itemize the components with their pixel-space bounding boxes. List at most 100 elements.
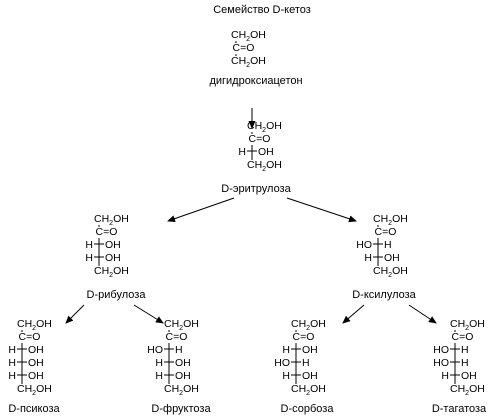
- compound-name: D-рибулоза: [87, 289, 147, 301]
- chiral-centre: HO H: [433, 343, 469, 358]
- chiral-centre: H OH: [155, 369, 191, 384]
- chiral-centre: H OH: [238, 145, 274, 160]
- left-substituent: HO: [433, 344, 449, 356]
- left-substituent: H: [238, 146, 246, 158]
- left-substituent: H: [155, 370, 163, 382]
- right-substituent: OH: [175, 357, 191, 369]
- right-substituent: H: [175, 344, 183, 356]
- chiral-centre: H OH: [85, 251, 121, 266]
- chiral-centre: H OH: [8, 356, 44, 371]
- right-substituent: OH: [105, 252, 121, 264]
- chiral-centre: H OH: [8, 369, 44, 384]
- chiral-centre: H OH: [282, 369, 318, 384]
- compound-name: D-псикоза: [8, 403, 60, 415]
- left-substituent: H: [282, 370, 290, 382]
- left-substituent: HO: [433, 357, 449, 369]
- right-substituent: OH: [175, 370, 191, 382]
- chiral-centre: HO H: [356, 238, 392, 253]
- top-ch2oh-group: CH2OH: [94, 213, 129, 227]
- bottom-ch2oh-group: CH2OH: [231, 55, 266, 69]
- left-substituent: H: [282, 344, 290, 356]
- compound-name: D-эритрулоза: [221, 183, 291, 195]
- carbonyl-group: C=O: [166, 331, 188, 343]
- arrow-ribulose-to-psicose: [65, 304, 85, 324]
- left-substituent: H: [85, 252, 93, 264]
- left-substituent: HO: [147, 344, 163, 356]
- top-ch2oh-group: CH2OH: [247, 120, 282, 134]
- right-substituent: OH: [461, 370, 477, 382]
- carbonyl-group: C=O: [293, 331, 315, 343]
- chiral-centre: H OH: [282, 343, 318, 358]
- left-substituent: H: [155, 357, 163, 369]
- right-substituent: OH: [302, 344, 318, 356]
- compound-name: D-фруктоза: [151, 403, 211, 415]
- right-substituent: OH: [384, 252, 400, 264]
- right-substituent: H: [302, 357, 310, 369]
- right-substituent: OH: [258, 146, 274, 158]
- left-substituent: H: [364, 252, 372, 264]
- carbonyl-group: C=O: [375, 226, 397, 238]
- top-ch2oh-group: CH2OH: [17, 318, 52, 332]
- arrow-xylulose-to-tagatose: [408, 304, 437, 324]
- carbonyl-group: C=O: [452, 331, 474, 343]
- right-substituent: OH: [105, 239, 121, 251]
- right-substituent: OH: [28, 357, 44, 369]
- chiral-centre: HO H: [147, 343, 183, 358]
- right-substituent: OH: [28, 370, 44, 382]
- left-substituent: HO: [274, 357, 290, 369]
- bottom-ch2oh-group: CH2OH: [450, 383, 485, 397]
- left-substituent: H: [8, 370, 16, 382]
- right-substituent: OH: [302, 370, 318, 382]
- bottom-ch2oh-group: CH2OH: [247, 159, 282, 173]
- carbonyl-group: C=O: [96, 226, 118, 238]
- bottom-ch2oh-group: CH2OH: [94, 265, 129, 279]
- arrow-erythrulose-to-xylulose: [286, 197, 357, 223]
- bottom-ch2oh-group: CH2OH: [373, 265, 408, 279]
- arrow-xylulose-to-sorbose: [342, 304, 365, 324]
- left-substituent: H: [8, 357, 16, 369]
- left-substituent: H: [8, 344, 16, 356]
- arrow-erythrulose-to-ribulose: [167, 197, 235, 223]
- left-substituent: H: [441, 370, 449, 382]
- top-ch2oh-group: CH2OH: [291, 318, 326, 332]
- chiral-centre: H OH: [155, 356, 191, 371]
- top-ch2oh-group: CH2OH: [164, 318, 199, 332]
- chiral-centre: H OH: [364, 251, 400, 266]
- right-substituent: H: [384, 239, 392, 251]
- compound-name: D-тагатоза: [432, 403, 487, 415]
- right-substituent: H: [461, 357, 469, 369]
- chiral-centre: HO H: [274, 356, 310, 371]
- bottom-ch2oh-group: CH2OH: [164, 383, 199, 397]
- right-substituent: OH: [28, 344, 44, 356]
- left-substituent: HO: [356, 239, 372, 251]
- bottom-ch2oh-group: CH2OH: [291, 383, 326, 397]
- top-ch2oh-group: CH2OH: [450, 318, 485, 332]
- arrow-layer: [65, 108, 437, 324]
- arrow-ribulose-to-fructose: [133, 304, 164, 324]
- bottom-ch2oh-group: CH2OH: [17, 383, 52, 397]
- chiral-centre: HO H: [433, 356, 469, 371]
- carbonyl-group: C=O: [249, 133, 271, 145]
- compound-name: дигидроксиацетон: [209, 75, 302, 87]
- chiral-centre: H OH: [8, 343, 44, 358]
- right-substituent: H: [461, 344, 469, 356]
- compound-name: D-сорбоза: [281, 403, 335, 415]
- carbonyl-group: C=O: [233, 42, 255, 54]
- compound-name: D-ксилулоза: [352, 289, 416, 301]
- carbonyl-group: C=O: [19, 331, 41, 343]
- top-ch2oh-group: CH2OH: [231, 29, 266, 43]
- diagram-title: Семейство D-кетоз: [213, 4, 311, 16]
- top-ch2oh-group: CH2OH: [373, 213, 408, 227]
